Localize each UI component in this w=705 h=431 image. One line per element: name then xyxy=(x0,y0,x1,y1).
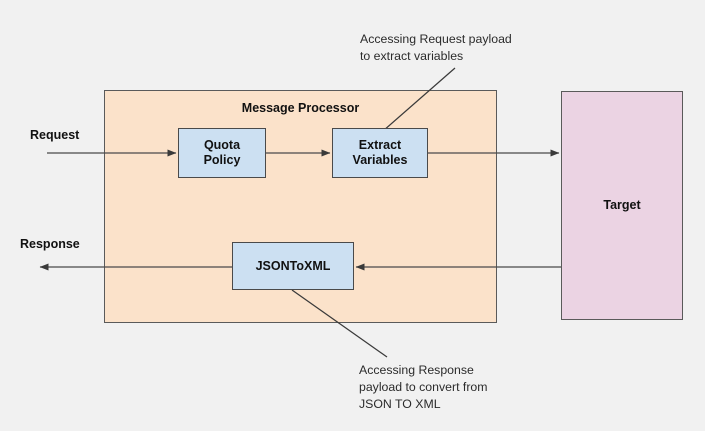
policy-label-quota-policy: Quota Policy xyxy=(203,138,241,167)
annotation-response-payload: Accessing Response payload to convert fr… xyxy=(359,363,488,411)
message-processor-title: Message Processor xyxy=(241,101,360,115)
annotation-request-payload: Accessing Request payload to extract var… xyxy=(360,32,512,63)
policy-node-jsontoxml[interactable]: JSONToXML xyxy=(232,242,354,290)
request-flow-label: Request xyxy=(30,128,80,142)
response-flow-label: Response xyxy=(20,237,80,251)
leader-line-response-annotation xyxy=(291,289,388,358)
target-label: Target xyxy=(603,198,641,213)
policy-label-jsontoxml: JSONToXML xyxy=(255,258,331,273)
policy-node-extract-variables[interactable]: Extract Variables xyxy=(332,128,428,178)
target-node[interactable]: Target xyxy=(561,91,683,320)
leader-line-request-annotation xyxy=(382,67,456,132)
policy-node-quota-policy[interactable]: Quota Policy xyxy=(178,128,266,178)
policy-label-extract-variables: Extract Variables xyxy=(352,138,408,167)
